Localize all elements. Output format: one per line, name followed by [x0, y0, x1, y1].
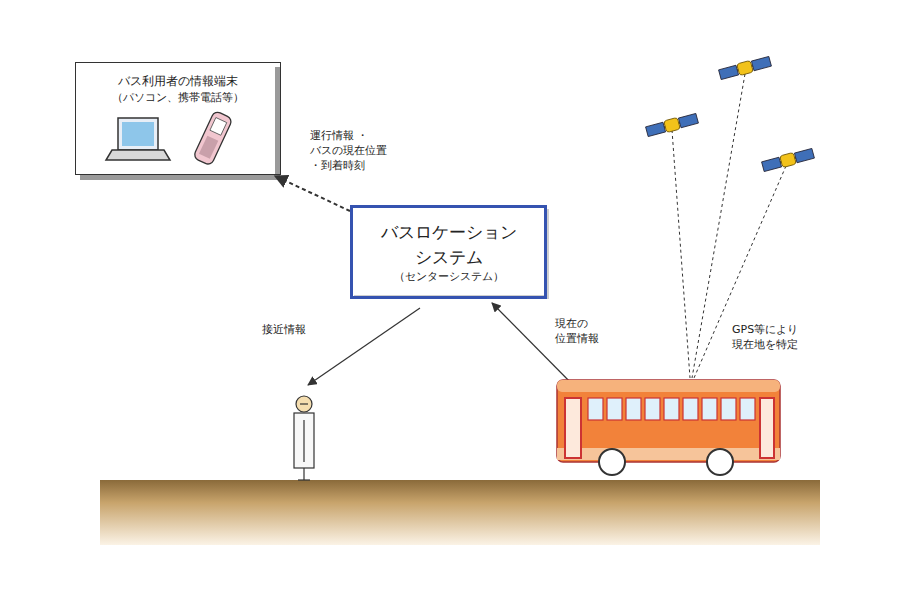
bus-figure [557, 380, 780, 475]
system-box: バスロケーション システム（センターシステム） [350, 205, 547, 299]
bus-window [721, 398, 736, 420]
box-title: バスロケーション システム [381, 220, 517, 269]
bus-window [626, 398, 641, 420]
terminal-box: バス利用者の情報端末（パソコン、携帯電話等） [75, 62, 281, 175]
bus-window [664, 398, 679, 420]
edge-label: 運行情報 ・バスの現在位置 ・到着時刻 [308, 128, 389, 175]
box-ground [75, 62, 275, 175]
callout-label: GPS等により 現在地を特定 [730, 322, 800, 354]
satellite [645, 55, 814, 172]
approach-arrow [308, 308, 420, 385]
bus-window [702, 398, 717, 420]
box-note: （センターシステム） [361, 269, 536, 285]
ground [100, 480, 820, 545]
person-figure [294, 396, 314, 480]
phone-icon [193, 110, 233, 166]
box-ground [350, 205, 545, 295]
bus-window [683, 398, 698, 420]
bus-window [645, 398, 660, 420]
box-title: バス利用者の情報端末 [84, 73, 272, 90]
laptop-icon [106, 118, 170, 160]
bus-window [588, 398, 603, 420]
bus-window [607, 398, 622, 420]
box-note: （パソコン、携帯電話等） [84, 90, 272, 106]
dashed-arrow [275, 176, 350, 211]
callout-label: 現在の 位置情報 [553, 316, 601, 348]
bus-window [740, 398, 755, 420]
callout-label: 接近情報 [260, 322, 308, 339]
